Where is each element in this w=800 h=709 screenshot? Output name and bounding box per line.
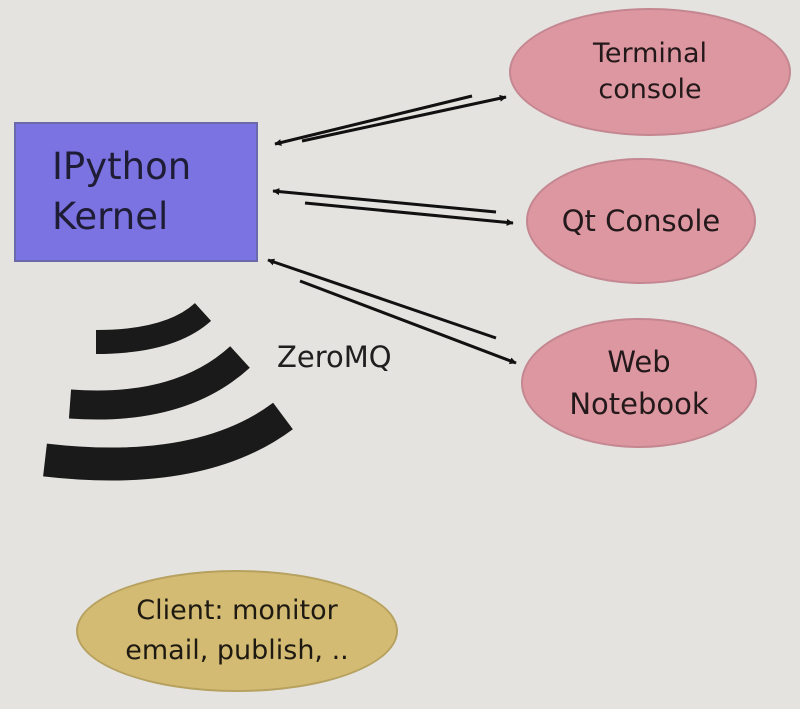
arrow-to-qt-console [304, 201, 514, 226]
arrow-to-terminal [301, 94, 507, 143]
web-notebook-node: Web Notebook [521, 318, 757, 448]
zeromq-label: ZeroMQ [277, 340, 392, 374]
connector-web-notebook [267, 258, 517, 365]
arrow-to-kernel [267, 258, 497, 340]
terminal-console-line1: Terminal [592, 38, 708, 69]
arrow-to-kernel [272, 188, 497, 214]
arrow-to-web-notebook [299, 279, 517, 365]
connector-qt-console [272, 188, 514, 226]
monitor-client-node: Client: monitor email, publish, .. [76, 570, 398, 692]
web-notebook-line2: Notebook [569, 387, 709, 421]
terminal-console-line2: console [598, 74, 702, 105]
arrow-to-kernel [274, 94, 473, 146]
wifi-signal-icon [43, 302, 293, 481]
connector-terminal [274, 94, 507, 146]
signal-arc-small [95, 302, 212, 354]
qt-console-node: Qt Console [526, 158, 756, 284]
kernel-label-line2: Kernel [52, 195, 169, 238]
web-notebook-line1: Web [607, 345, 671, 379]
monitor-client-line1: Client: monitor [136, 595, 338, 626]
qt-console-label: Qt Console [561, 204, 721, 238]
ipython-kernel-box: IPython Kernel [14, 122, 258, 262]
signal-arc-medium [68, 346, 250, 420]
signal-arc-large [43, 402, 293, 481]
terminal-console-node: Terminal console [509, 8, 791, 136]
monitor-client-line2: email, publish, .. [125, 635, 349, 666]
kernel-label-line1: IPython [52, 145, 192, 188]
